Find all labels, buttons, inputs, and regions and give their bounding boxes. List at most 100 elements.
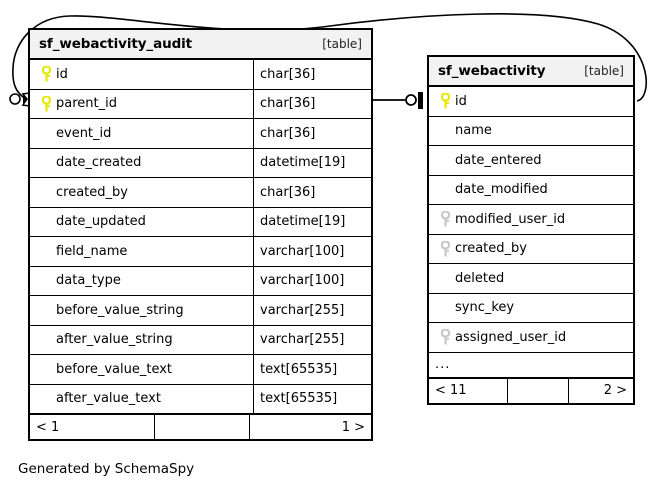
no-key-icon [36, 385, 56, 414]
table-row[interactable]: sync_key [429, 293, 633, 323]
table-title: sf_webactivity_audit [39, 36, 193, 52]
cardinality-zero-circle-right [405, 94, 417, 106]
column-name: assigned_user_id [455, 329, 567, 345]
column-name-cell: event_id [30, 119, 253, 148]
column-name-cell: name [429, 117, 633, 146]
primary-key-icon [36, 90, 56, 119]
column-type: varchar[255] [253, 325, 371, 354]
column-type: text[65535] [253, 384, 371, 413]
column-name: sync_key [455, 300, 515, 316]
column-type: datetime[19] [253, 148, 371, 177]
table-row[interactable]: event_id char[36] [30, 119, 371, 149]
foreign-key-icon [435, 235, 455, 264]
table-row[interactable]: date_updated datetime[19] [30, 207, 371, 237]
column-type: text[65535] [253, 355, 371, 384]
no-key-icon [435, 146, 455, 175]
column-type: varchar[255] [253, 296, 371, 325]
column-name: data_type [56, 273, 121, 289]
footer-middle-cell [154, 415, 250, 439]
column-name: created_by [56, 184, 128, 200]
no-key-icon [36, 119, 56, 148]
column-name: created_by [455, 241, 527, 257]
table-row[interactable]: deleted [429, 264, 633, 294]
foreign-key-icon [435, 323, 455, 352]
next-page-button[interactable]: 2 > [603, 383, 627, 398]
column-name-cell: date_modified [429, 176, 633, 205]
column-name: name [455, 123, 492, 139]
cardinality-zero-circle-left [9, 93, 21, 105]
table-row[interactable]: modified_user_id [429, 205, 633, 235]
table-row[interactable]: created_by [429, 234, 633, 264]
no-key-icon [36, 237, 56, 266]
no-key-icon [435, 117, 455, 146]
table-row[interactable]: field_name varchar[100] [30, 237, 371, 267]
column-name: date_modified [455, 182, 548, 198]
column-name-cell: before_value_string [30, 296, 253, 325]
no-key-icon [36, 326, 56, 355]
table-title: sf_webactivity [438, 63, 546, 79]
next-page-button[interactable]: 1 > [341, 419, 365, 435]
table-row[interactable]: name [429, 116, 633, 146]
primary-key-icon [36, 60, 56, 89]
no-key-icon [36, 267, 56, 296]
no-key-icon [36, 178, 56, 207]
cardinality-one-bar-right [418, 92, 423, 109]
table-row[interactable]: data_type varchar[100] [30, 266, 371, 296]
column-name-cell: created_by [30, 178, 253, 207]
column-name: field_name [56, 243, 128, 259]
table-sf_webactivity_audit[interactable]: sf_webactivity_audit [table] id char[36] [28, 28, 373, 441]
column-name-cell: data_type [30, 267, 253, 296]
more-columns-indicator: ... [429, 353, 633, 378]
no-key-icon [36, 355, 56, 384]
table-header-sf_webactivity_audit: sf_webactivity_audit [table] [30, 30, 371, 60]
foreign-key-icon [435, 205, 455, 234]
column-name-cell: modified_user_id [429, 205, 633, 234]
column-type: char[36] [253, 178, 371, 207]
column-name: date_created [56, 155, 142, 171]
table-sf_webactivity[interactable]: sf_webactivity [table] id name [427, 55, 635, 405]
no-key-icon [36, 296, 56, 325]
prev-page-button[interactable]: < 1 [36, 419, 60, 435]
column-name-cell: date_updated [30, 208, 253, 237]
column-name: before_value_text [56, 361, 173, 377]
table-type-tag: [table] [584, 64, 624, 78]
no-key-icon [36, 149, 56, 178]
table-row[interactable]: id [429, 87, 633, 117]
table-header-sf_webactivity: sf_webactivity [table] [429, 57, 633, 87]
table-row[interactable]: before_value_text text[65535] [30, 355, 371, 385]
column-name-cell: after_value_text [30, 385, 253, 414]
column-type: char[36] [253, 60, 371, 89]
primary-key-icon [435, 87, 455, 116]
table-row[interactable]: after_value_string varchar[255] [30, 325, 371, 355]
column-name: date_entered [455, 152, 542, 168]
column-type: char[36] [253, 89, 371, 118]
column-name-cell: field_name [30, 237, 253, 266]
column-name-cell: after_value_string [30, 326, 253, 355]
prev-page-button[interactable]: < 11 [435, 383, 467, 398]
column-name: id [56, 66, 68, 82]
column-name-cell: date_entered [429, 146, 633, 175]
footer-middle-cell [507, 378, 569, 403]
table-row[interactable]: date_entered [429, 146, 633, 176]
table-type-tag: [table] [322, 37, 362, 51]
table-row[interactable]: before_value_string varchar[255] [30, 296, 371, 326]
column-name-cell: before_value_text [30, 355, 253, 384]
table-row[interactable]: assigned_user_id [429, 323, 633, 353]
column-name-cell: assigned_user_id [429, 323, 633, 352]
column-name: event_id [56, 125, 112, 141]
column-name: id [455, 93, 467, 109]
column-name: after_value_text [56, 391, 161, 407]
table-row[interactable]: parent_id char[36] [30, 89, 371, 119]
column-type: datetime[19] [253, 207, 371, 236]
column-name: modified_user_id [455, 211, 566, 227]
table-row[interactable]: date_created datetime[19] [30, 148, 371, 178]
no-key-icon [435, 176, 455, 205]
no-key-icon [435, 264, 455, 293]
column-name-cell: id [30, 60, 253, 89]
generated-by-caption: Generated by SchemaSpy [18, 461, 195, 477]
table-row[interactable]: created_by char[36] [30, 178, 371, 208]
table-row[interactable]: after_value_text text[65535] [30, 384, 371, 414]
table-row[interactable]: id char[36] [30, 60, 371, 90]
table-row[interactable]: date_modified [429, 175, 633, 205]
